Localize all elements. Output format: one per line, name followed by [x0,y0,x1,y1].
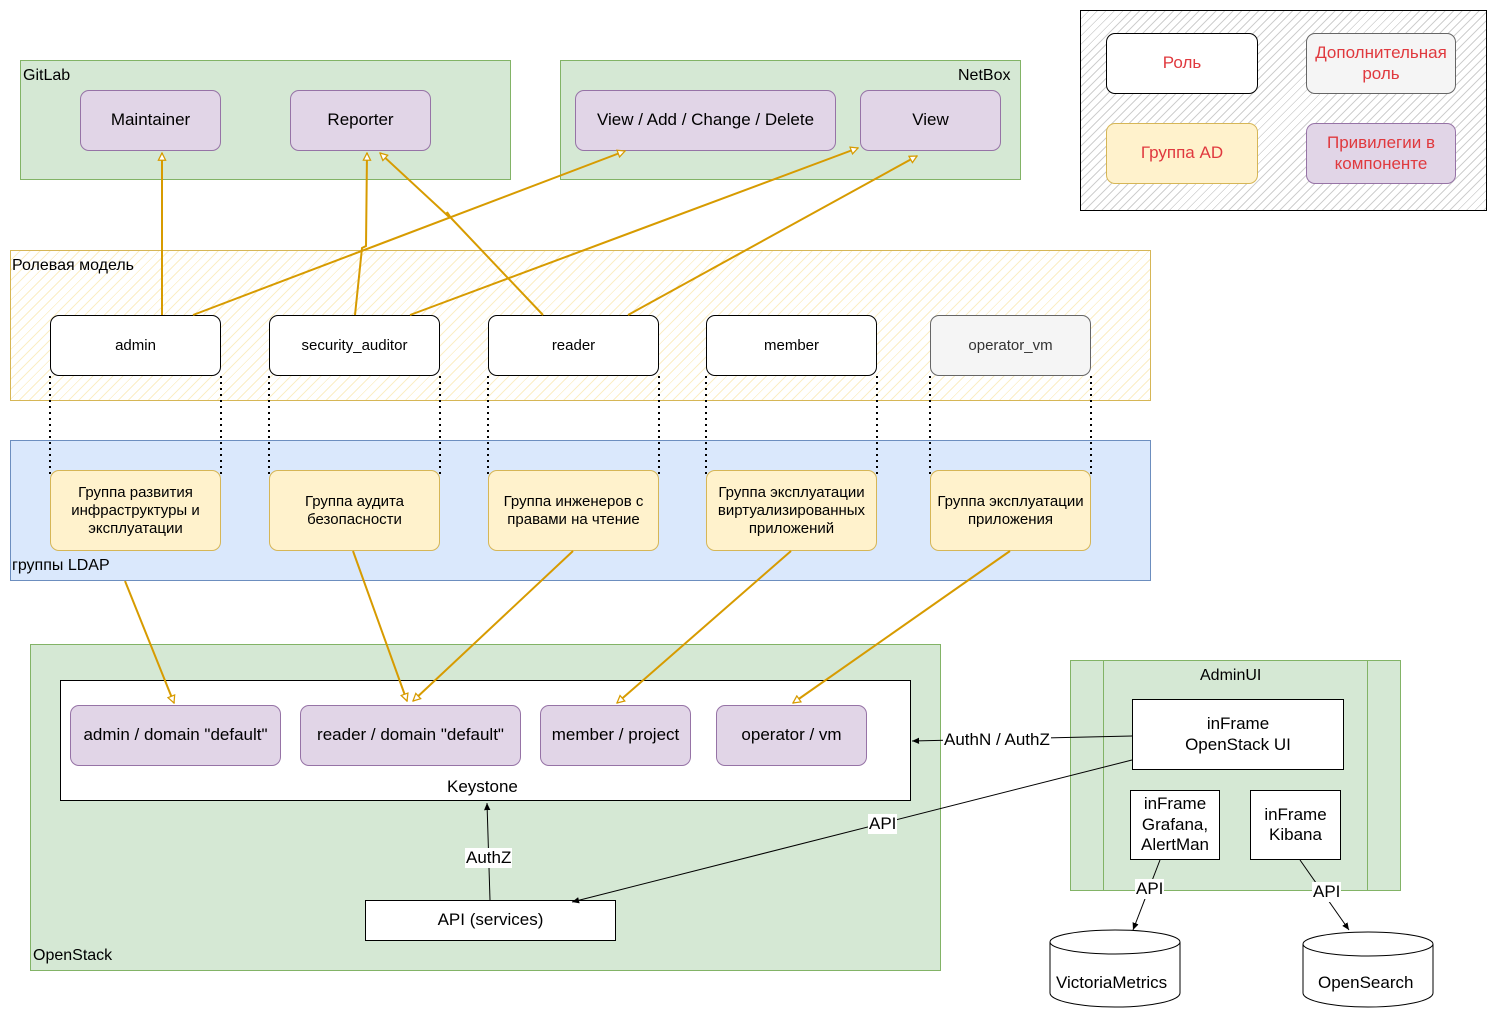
group-keystone-arrows [124,550,1011,703]
ldap-group-app-ops: Группа эксплуатации приложения [930,470,1091,551]
role-group-dotted-links [49,376,1092,475]
role-security-auditor: security_auditor [269,315,440,376]
role-privilege-arrows [162,148,917,316]
inframe-grafana: inFrame Grafana, AlertMan [1130,790,1220,860]
keystone-operator-vm: operator / vm [716,705,867,766]
ldap-title: группы LDAP [12,557,110,574]
authz-label: AuthZ [465,848,513,868]
legend-extra-role: Дополнительная роль [1306,33,1456,94]
api-grafana-label: API [1135,879,1165,899]
role-operator-vm: operator_vm [930,315,1091,376]
inframe-kibana: inFrame Kibana [1250,790,1341,860]
system-arrows [484,735,1350,931]
ldap-group-readonly-engineers: Группа инженеров с правами на чтение [488,470,659,551]
ldap-group-infra: Группа развития инфраструктуры и эксплуа… [50,470,221,551]
openstack-title: OpenStack [33,947,113,964]
role-model-title: Ролевая модель [12,257,134,274]
adminui-right-divider [1367,660,1368,891]
adminui-title: AdminUI [1200,667,1262,684]
keystone-admin-domain: admin / domain "default" [70,705,281,766]
authn-authz-label: AuthN / AuthZ [943,730,1051,750]
legend-role: Роль [1106,33,1258,94]
keystone-member-project: member / project [540,705,691,766]
opensearch-db [1302,931,1434,1008]
netbox-title: NetBox [958,67,1011,84]
api-kibana-label: API [1312,882,1342,902]
ldap-group-virt-apps: Группа эксплуатации виртуализированных п… [706,470,877,551]
api-openstack-label: API [868,814,898,834]
adminui-left-divider [1103,660,1104,891]
victoriametrics-db [1049,929,1181,1008]
keystone-label: Keystone [447,777,518,796]
ldap-group-security-audit: Группа аудита безопасности [269,470,440,551]
role-member: member [706,315,877,376]
victoriametrics-label: VictoriaMetrics [1056,973,1168,992]
legend-ad-group: Группа AD [1106,123,1258,184]
role-reader: reader [488,315,659,376]
gitlab-maintainer: Maintainer [80,90,221,151]
keystone-reader-domain: reader / domain "default" [300,705,521,766]
netbox-view-add-change-delete: View / Add / Change / Delete [575,90,836,151]
netbox-view: View [860,90,1001,151]
gitlab-title: GitLab [23,67,71,84]
role-admin: admin [50,315,221,376]
api-services-box: API (services) [365,900,616,941]
legend-privileges: Привилегии в компоненте [1306,123,1456,184]
opensearch-label: OpenSearch [1318,973,1414,992]
inframe-openstack-ui: inFrame OpenStack UI [1132,699,1344,770]
gitlab-reporter: Reporter [290,90,431,151]
